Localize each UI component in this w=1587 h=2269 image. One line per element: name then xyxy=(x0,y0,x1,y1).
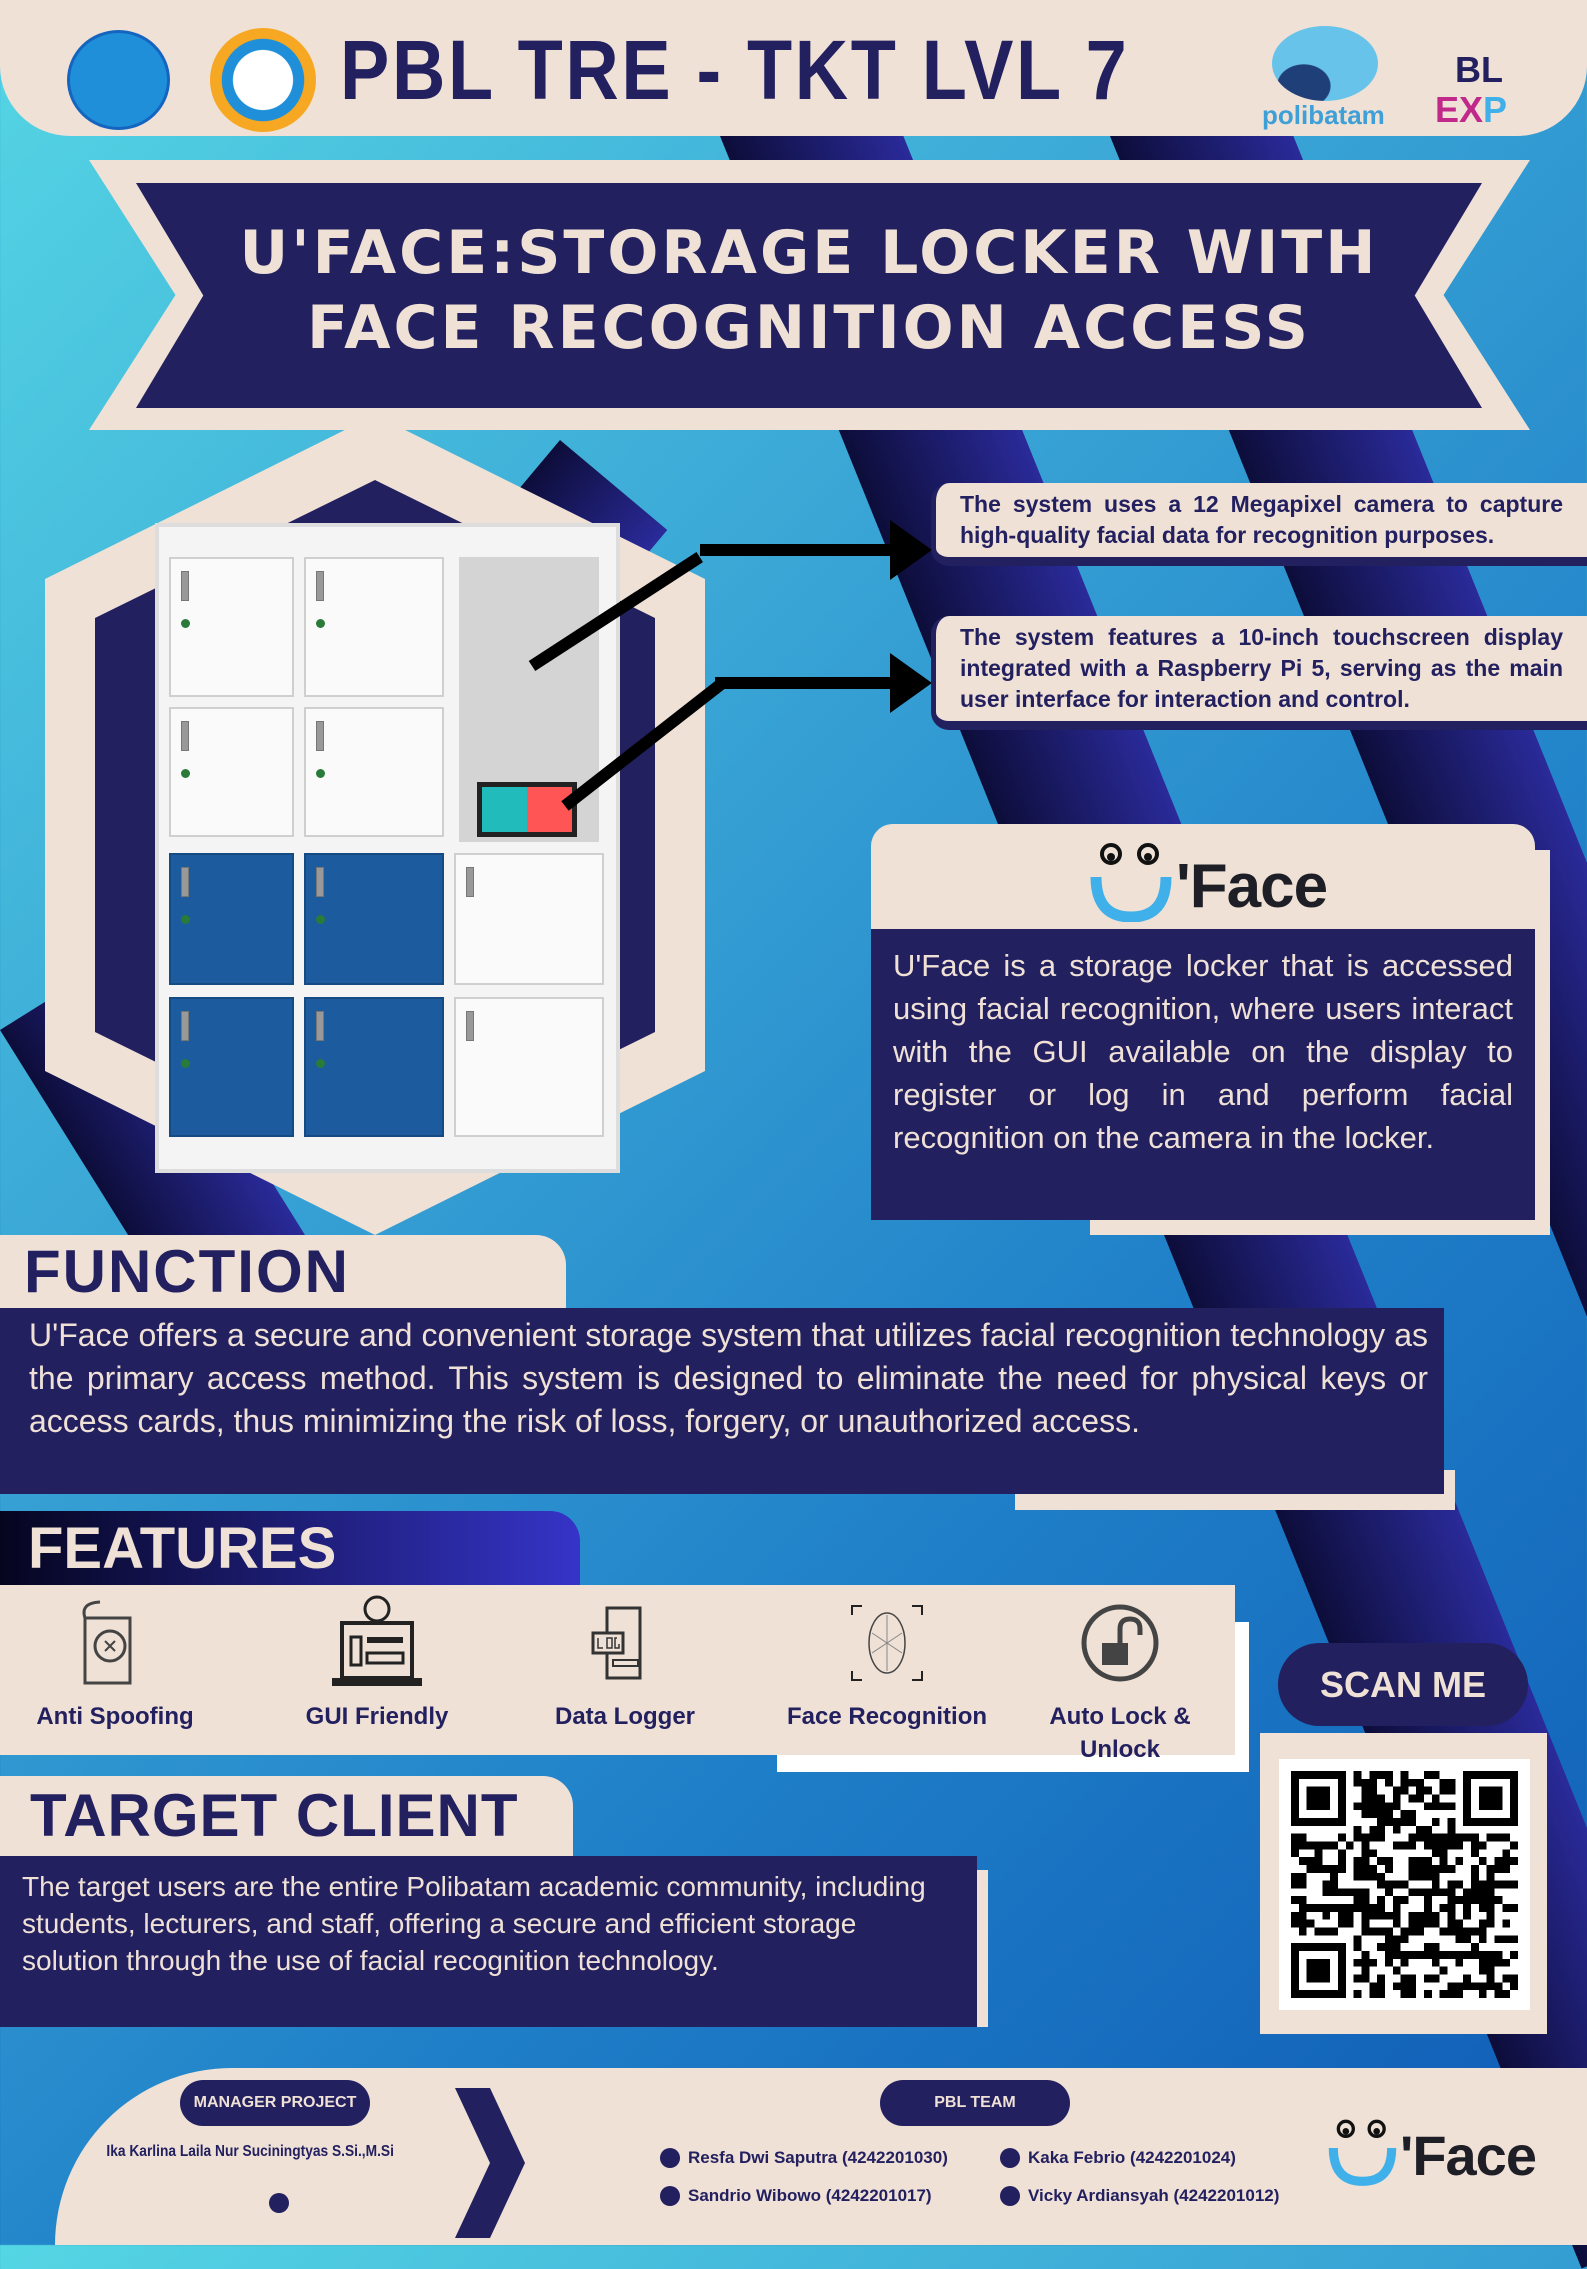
header-title: PBL TRE - TKT LVL 7 xyxy=(340,23,1130,117)
features-heading: FEATURES xyxy=(0,1511,580,1585)
uface-logo: 'Face xyxy=(1086,832,1328,922)
arrow-camera xyxy=(700,544,900,556)
feature-anti-spoofing: Anti Spoofing xyxy=(0,1585,230,1733)
function-heading: FUNCTION xyxy=(0,1235,566,1310)
feature-label: Data Logger xyxy=(554,1703,695,1730)
polibatam-logo-text: polibatam xyxy=(1262,100,1385,130)
feature-auto-lock: Auto Lock & Unlock xyxy=(1005,1585,1235,1766)
anti-spoofing-icon xyxy=(0,1595,230,1690)
features-panel: Anti Spoofing GUI Friendly Data Logger F… xyxy=(0,1585,1235,1763)
feature-data-logger: Data Logger xyxy=(510,1585,740,1733)
feature-face-recognition: Face Recognition xyxy=(772,1585,1002,1733)
title-banner xyxy=(136,183,1482,408)
manager-name: Ika Karlina Laila Nur Suciningtyas S.Si.… xyxy=(106,2143,394,2160)
scan-me-label: SCAN ME xyxy=(1278,1643,1528,1726)
target-client-heading: TARGET CLIENT xyxy=(0,1776,573,1856)
camera-callout: The system uses a 12 Megapixel camera to… xyxy=(931,483,1587,566)
target-client-text: The target users are the entire Polibata… xyxy=(0,1856,977,2027)
team-member: Vicky Ardiansyah (4242201012) xyxy=(1000,2186,1279,2206)
feature-label: GUI Friendly xyxy=(305,1703,449,1730)
pbl-team-badge: PBL TEAM xyxy=(880,2080,1070,2126)
smiley-icon xyxy=(1328,2119,1397,2186)
face-recognition-icon xyxy=(772,1595,1002,1690)
manager-project-badge: MANAGER PROJECT xyxy=(180,2080,370,2126)
feature-label: Auto Lock & Unlock xyxy=(1049,1703,1191,1763)
team-member: Resfa Dwi Saputra (4242201030) xyxy=(660,2148,948,2168)
display-callout: The system features a 10-inch touchscree… xyxy=(931,616,1587,730)
team-member: Sandrio Wibowo (4242201017) xyxy=(660,2186,932,2206)
arrowhead-icon xyxy=(890,653,932,713)
arrow-display xyxy=(715,677,895,689)
function-text: U'Face offers a secure and convenient st… xyxy=(0,1308,1444,1494)
footer: MANAGER PROJECT Ika Karlina Laila Nur Su… xyxy=(55,2068,1587,2245)
arrowhead-icon xyxy=(890,520,932,580)
uface-description: U'Face is a storage locker that is acces… xyxy=(871,929,1535,1220)
title-line-1: U'FACE:STORAGE LOCKER WITH xyxy=(239,218,1379,288)
manager-name-wrap: Ika Karlina Laila Nur Suciningtyas S.Si.… xyxy=(60,2143,440,2161)
diktisaintek-logo xyxy=(210,28,316,132)
unlock-icon xyxy=(1005,1595,1235,1690)
smiley-icon xyxy=(1090,843,1172,922)
team-member: Kaka Febrio (4242201024) xyxy=(1000,2148,1236,2168)
gui-friendly-icon xyxy=(262,1595,492,1690)
locker-image xyxy=(155,523,620,1173)
data-logger-icon xyxy=(510,1595,740,1690)
feature-label: Face Recognition xyxy=(786,1703,988,1730)
chevron-arrow xyxy=(455,2088,525,2238)
footer-uface-logo: 'Face xyxy=(1325,2108,1537,2188)
tut-wuri-handayani-logo xyxy=(67,30,170,130)
uface-card-header: 'Face xyxy=(871,824,1535,929)
qr-code[interactable] xyxy=(1279,1759,1530,2010)
polibatam-logo xyxy=(1272,26,1378,101)
feature-gui-friendly: GUI Friendly xyxy=(262,1585,492,1733)
title-line-2: FACE RECOGNITION ACCESS xyxy=(306,293,1312,363)
feature-label: Anti Spoofing xyxy=(36,1703,194,1730)
bullet-dot xyxy=(269,2193,289,2213)
touchscreen-display xyxy=(477,782,577,837)
